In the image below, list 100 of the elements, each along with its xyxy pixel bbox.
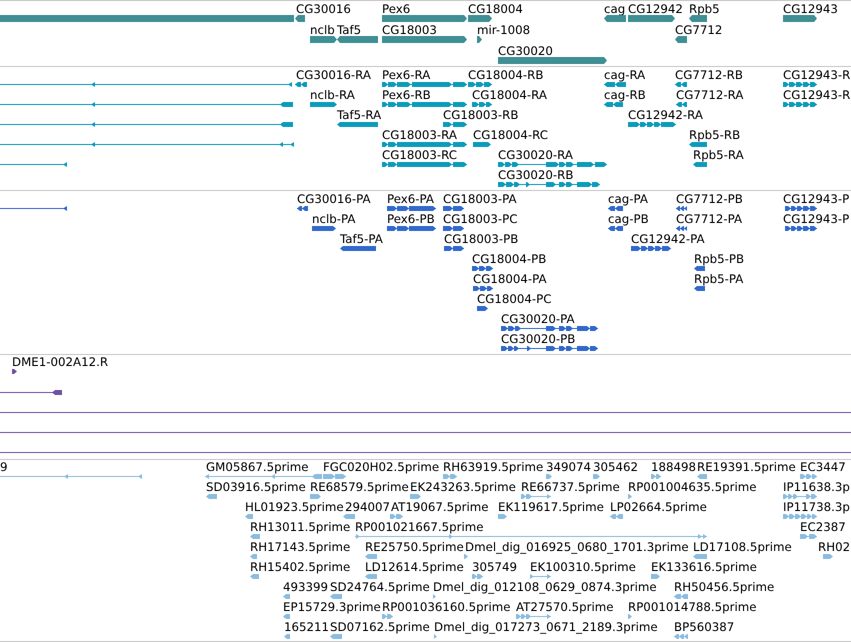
transcript-label: Rpb5-RA [693,149,744,161]
est-label: EK100310.5prime [530,561,636,573]
gene-label: mir-1008 [477,24,530,36]
est-label: Dmel_dig_017273_0671_2189.3prime [434,621,658,633]
clone-line [0,432,851,433]
clone-line [0,452,851,453]
protein-label: CG18004-PC [477,293,552,305]
est-label: 349074 [546,461,592,473]
transcript-label: CG30016-RA [296,69,371,81]
gene-label: Pex6 [382,3,410,15]
transcript-label: CG18003-RA [382,129,457,141]
est-label: HL01923.5prime [245,501,344,513]
est-label: IP11638.3p [783,481,850,493]
transcript-label: Pex6-RB [382,89,431,101]
transcript-label: nclb-RA [310,89,355,101]
gene-label: CG12943 [783,3,838,15]
clone-line [0,412,851,413]
transcript-line [0,102,293,107]
est-label: RP001036160.5prime [382,601,510,613]
transcript-label: CG18004-RC [473,129,548,141]
est-label: AT27570.5prime [516,601,614,613]
gene-label: Taf5 [337,24,362,36]
est-label: BP560387 [674,621,734,633]
transcript-line [0,162,67,167]
est-label: LD17108.5prime [693,541,792,553]
gene-label: nclb [310,24,335,36]
est-label: Dmel_dig_012108_0629_0874.3prime [433,581,657,593]
est-label: SD24764.5prime [330,581,430,593]
transcript-label: CG12942-RA [628,109,703,121]
protein-label: CG7712-PB [676,193,743,205]
est-label: RE19391.5prime [697,461,796,473]
est-label: RP001004635.5prime [628,481,756,493]
gene-label: CG30020 [498,45,553,57]
transcript-line [0,82,292,87]
gene-label: CG18003 [382,24,437,36]
gene-label: Rpb5 [689,3,720,15]
est-label: RH63919.5prime [443,461,544,473]
protein-label: Taf5-PA [340,233,383,245]
clone-line [0,390,62,395]
est-label: LP02664.5prime [610,501,707,513]
protein-label: nclb-PA [312,213,356,225]
protein-label: Pex6-PB [387,213,435,225]
gene-label: cag [604,3,626,15]
protein-label: CG12943-P [783,193,850,205]
transcript-label: CG18003-RC [382,149,458,161]
protein-label: CG12943-P [783,213,850,225]
est-label: RP001014788.5prime [628,601,756,613]
est-label: EC3447 [800,461,846,473]
gene-label: CG18004 [468,3,523,15]
est-label: EK119617.5prime [498,501,604,513]
transcript-label: Pex6-RA [382,69,430,81]
protein-label: Rpb5-PB [694,253,744,265]
est-label: GM05867.5prime [206,461,308,473]
protein-label: CG18003-PB [444,233,518,245]
protein-label: cag-PB [608,213,649,225]
transcript-label: CG12943-R [783,69,850,81]
transcript-label: CG12943-R [783,89,850,101]
est-label: EK243263.5prime [410,481,516,493]
protein-label: cag-PA [608,193,648,205]
protein-label: CG18003-PC [443,213,518,225]
protein-label: CG12942-PA [631,233,705,245]
est-label: RE25750.5prime [365,541,464,553]
est-label: LD12614.5prime [365,561,464,573]
est-label: RH13011.5prime [250,521,350,533]
est-label: Dmel_dig_016925_0680_1701.3prime [465,541,689,553]
protein-label: CG18003-PA [443,193,517,205]
transcript-label: CG7712-RB [675,69,743,81]
transcript-line [0,122,293,127]
est-label: EC2387 [800,521,846,533]
est-label: RE66737.5prime [521,481,620,493]
est-label: AT19067.5prime [391,501,489,513]
protein-line [0,206,67,211]
transcript-label: CG30020-RB [498,169,574,181]
est-label: 305462 [593,461,638,473]
gene-label: CG12942 [628,3,683,15]
est-label: RH15402.5prime [250,561,350,573]
est-label: 9 [0,461,8,473]
gene-label: CG7712 [675,24,722,36]
est-label: SD03916.5prime [206,481,306,493]
transcript-label: cag-RB [604,89,646,101]
transcript-label: cag-RA [604,69,646,81]
gene-label: CG30016 [296,3,351,15]
est-label: SD07162.5prime [330,621,430,633]
protein-label: CG7712-PA [676,213,742,225]
est-label: RH17143.5prime [250,541,350,553]
est-label: 493399 [283,581,328,593]
est-label: IP11738.3p [783,501,850,513]
transcript-label: Rpb5-RB [689,129,740,141]
transcript-label: CG30020-RA [498,149,573,161]
protein-label: CG30020-PA [501,313,575,325]
transcript-label: CG7712-RA [676,89,744,101]
protein-label: CG18004-PB [472,253,546,265]
protein-label: Rpb5-PA [694,273,744,285]
est-label: FGC020H02.5prime [323,461,440,473]
transcript-label: CG18004-RB [468,69,544,81]
transcript-line [0,142,294,147]
est-label: EP15729.3prime [283,601,381,613]
est-label: 294007 [345,501,390,513]
protein-label: CG30020-PB [501,333,576,345]
est-label: 188498 [651,461,696,473]
